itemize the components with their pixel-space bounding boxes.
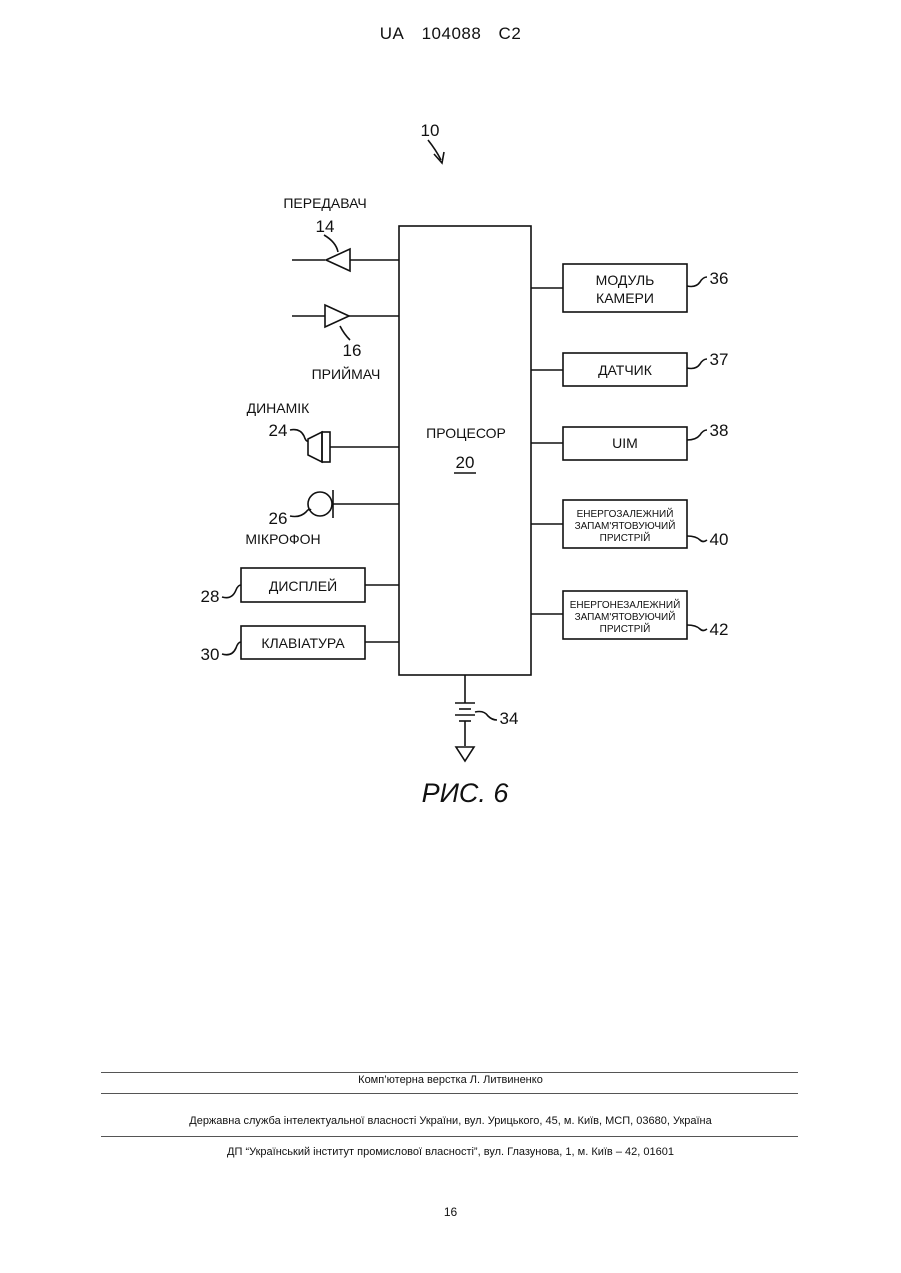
uim-ref: 38 bbox=[710, 421, 729, 440]
device-ref-label: 10 bbox=[421, 121, 440, 140]
receiver-ref: 16 bbox=[343, 341, 362, 360]
display-ref: 28 bbox=[201, 587, 220, 606]
display-label: ДИСПЛЕЙ bbox=[269, 577, 337, 594]
transmitter-symbol bbox=[326, 249, 350, 271]
volatile-memory-line3: ПРИСТРІЙ bbox=[600, 531, 651, 544]
nonvolatile-memory-line3: ПРИСТРІЙ bbox=[600, 622, 651, 635]
footer-divider bbox=[101, 1136, 798, 1137]
receiver-symbol bbox=[325, 305, 349, 327]
agency-address: Державна служба інтелектуальної власност… bbox=[0, 1115, 901, 1127]
battery-ref: 34 bbox=[500, 709, 519, 728]
microphone-label: МІКРОФОН bbox=[245, 531, 320, 547]
figure-caption: РИС. 6 bbox=[422, 778, 510, 808]
camera-label-line1: МОДУЛЬ bbox=[596, 272, 655, 288]
processor-label: ПРОЦЕСОР bbox=[426, 425, 506, 441]
microphone-ref: 26 bbox=[269, 509, 288, 528]
speaker-ref: 24 bbox=[269, 421, 288, 440]
camera-label-line2: КАМЕРИ bbox=[596, 290, 654, 306]
camera-ref: 36 bbox=[710, 269, 729, 288]
transmitter-label: ПЕРЕДАВАЧ bbox=[283, 195, 366, 211]
speaker-label: ДИНАМІК bbox=[247, 400, 311, 416]
nonvolatile-memory-line1: ЕНЕРГОНЕЗАЛЕЖНИЙ bbox=[570, 598, 681, 611]
keyboard-label: КЛАВІАТУРА bbox=[261, 635, 345, 651]
processor-ref: 20 bbox=[456, 453, 475, 472]
nonvolatile-memory-line2: ЗАПАМ'ЯТОВУЮЧИЙ bbox=[575, 610, 676, 623]
nonvolatile-memory-ref: 42 bbox=[710, 620, 729, 639]
layout-credit: Комп’ютерна верстка Л. Литвиненко bbox=[0, 1074, 901, 1086]
ground-symbol bbox=[456, 747, 474, 761]
institute-address: ДП “Український інститут промислової вла… bbox=[0, 1146, 901, 1158]
sensor-ref: 37 bbox=[710, 350, 729, 369]
speaker-symbol bbox=[308, 432, 322, 462]
receiver-label: ПРИЙМАЧ bbox=[312, 365, 381, 382]
volatile-memory-line2: ЗАПАМ'ЯТОВУЮЧИЙ bbox=[575, 519, 676, 532]
transmitter-ref: 14 bbox=[316, 217, 335, 236]
footer-divider bbox=[101, 1093, 798, 1094]
keyboard-ref: 30 bbox=[201, 645, 220, 664]
sensor-label: ДАТЧИК bbox=[598, 362, 653, 378]
microphone-symbol bbox=[308, 492, 332, 516]
volatile-memory-ref: 40 bbox=[710, 530, 729, 549]
uim-label: UIM bbox=[612, 435, 638, 451]
page-number: 16 bbox=[0, 1205, 901, 1219]
footer-divider bbox=[101, 1072, 798, 1073]
volatile-memory-line1: ЕНЕРГОЗАЛЕЖНИЙ bbox=[577, 507, 674, 520]
device-ref-leader bbox=[428, 140, 441, 160]
processor-box bbox=[399, 226, 531, 675]
